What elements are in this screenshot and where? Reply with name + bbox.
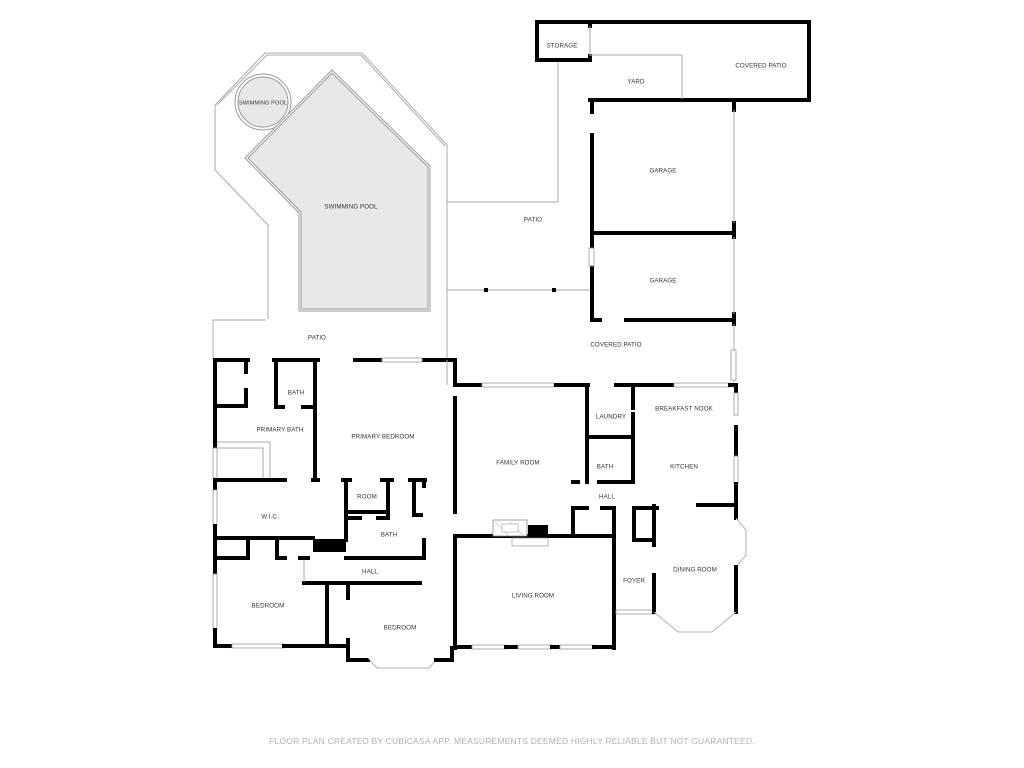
label-primary-bath: PRIMARY BATH: [257, 427, 304, 434]
fireplace: [492, 519, 549, 547]
label-foyer: FOYER: [623, 578, 645, 585]
label-living-room: LIVING ROOM: [512, 593, 554, 600]
east-walls: [453, 382, 747, 650]
label-patio-left: PATIO: [308, 335, 326, 342]
label-room: ROOM: [357, 494, 377, 501]
label-kitchen: KITCHEN: [670, 464, 698, 471]
house-walls: [212, 357, 457, 669]
label-patio-center: PATIO: [524, 217, 542, 224]
label-bedroom-1: BEDROOM: [252, 603, 285, 610]
label-swimming-pool-small: SWIMMING POOL: [239, 100, 287, 106]
small-swimming-pool: [234, 73, 292, 131]
patio-outline: [447, 60, 590, 292]
label-bath-primary: BATH: [288, 390, 304, 397]
label-bath-center: BATH: [597, 464, 613, 471]
label-covered-patio-top: COVERED PATIO: [735, 63, 786, 70]
label-garage-2: GARAGE: [649, 278, 676, 285]
label-hall-west: HALL: [362, 569, 378, 576]
storage-yard-block: [535, 20, 811, 102]
label-covered-patio-middle: COVERED PATIO: [590, 342, 641, 349]
pool-deck: [212, 52, 448, 360]
label-hall-center: HALL: [599, 494, 615, 501]
label-yard: YARD: [627, 79, 645, 86]
label-swimming-pool-large: SWIMMING POOL: [324, 204, 378, 211]
label-family-room: FAMILY ROOM: [496, 460, 540, 467]
label-breakfast-nook: BREAKFAST NOOK: [655, 406, 713, 413]
label-dining-room: DINING ROOM: [673, 567, 717, 574]
label-storage: STORAGE: [547, 43, 578, 50]
label-bedroom-2: BEDROOM: [384, 625, 417, 632]
garage-block: [588, 99, 737, 384]
label-garage-1: GARAGE: [649, 168, 676, 175]
large-swimming-pool: [244, 69, 431, 312]
label-laundry: LAUNDRY: [596, 414, 626, 421]
label-wic: W.I.C.: [261, 514, 279, 521]
room-labels: STORAGE YARD COVERED PATIO SWIMMING POOL…: [239, 43, 787, 632]
label-bath-west: BATH: [381, 532, 397, 539]
footer-disclaimer: FLOOR PLAN CREATED BY CUBICASA APP. MEAS…: [269, 736, 755, 746]
label-primary-bedroom: PRIMARY BEDROOM: [351, 434, 414, 441]
